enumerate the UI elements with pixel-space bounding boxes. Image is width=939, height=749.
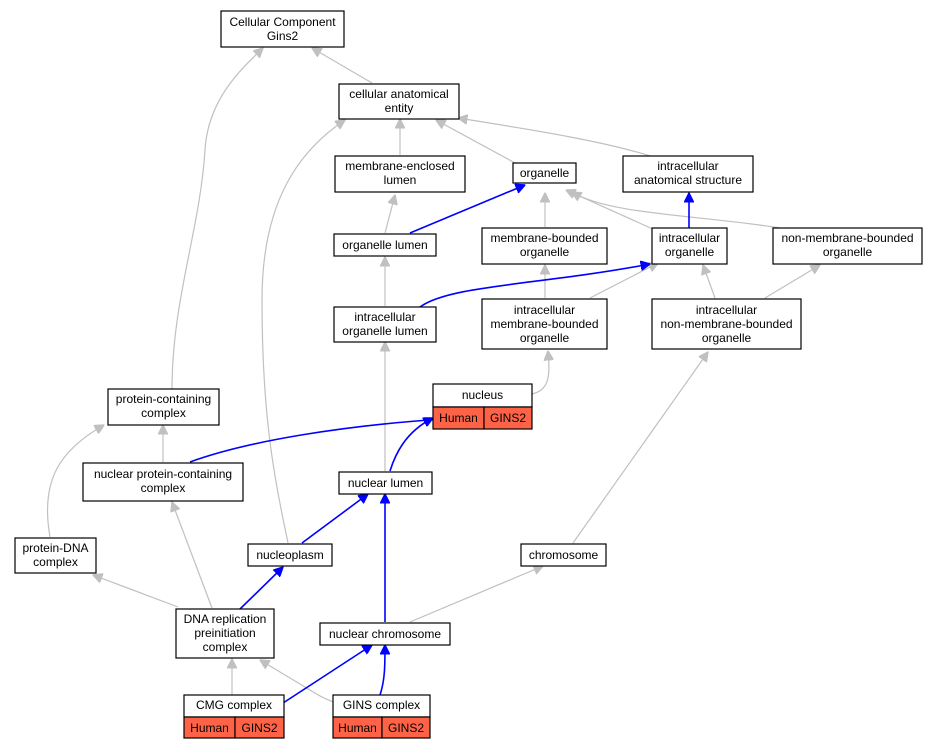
gene-tag <box>234 716 285 739</box>
node-intracellular-organelle-lumen[interactable]: intracellular organelle lumen <box>333 306 437 343</box>
node-label: complex <box>33 555 78 569</box>
node-membrane-enclosed-lumen[interactable]: membrane-enclosed lumen <box>334 155 466 193</box>
edge-cmg-nc <box>279 645 372 706</box>
edge-dna-npcc <box>172 502 213 609</box>
node-label: GINS complex <box>343 698 420 712</box>
edge-nl-nucleus <box>389 418 433 472</box>
node-label: non-membrane-bounded <box>781 231 913 245</box>
node-label: preinitiation <box>194 626 255 640</box>
species-label: Human <box>439 411 478 425</box>
node-root[interactable]: Cellular Component Gins2 <box>220 10 345 48</box>
edge-nmbo-organelle <box>572 192 781 229</box>
edge-nc-chromosome <box>409 566 543 623</box>
edge-pcc-root <box>171 48 263 390</box>
edge-nucleoplasm-nl <box>301 494 368 544</box>
node-label: organelle lumen <box>342 238 427 252</box>
edge-dna-nucleoplasm <box>239 567 283 610</box>
node-intracellular-non-membrane-bounded-organelle[interactable]: intracellular non-membrane-bounded organ… <box>651 298 802 350</box>
node-label: organelle <box>520 331 570 345</box>
node-label: membrane-bounded <box>490 231 598 245</box>
gene-tag <box>381 716 431 739</box>
edge-nucleus-imbo <box>531 351 549 395</box>
edge-ol-mel <box>384 195 395 234</box>
node-label: organelle <box>520 166 570 180</box>
node-label: Cellular Component <box>229 15 336 29</box>
gene-tag <box>483 406 533 430</box>
node-organelle-lumen[interactable]: organelle lumen <box>333 233 437 257</box>
node-label: nuclear lumen <box>348 476 423 490</box>
node-label: organelle <box>520 245 570 259</box>
node-label: nucleoplasm <box>256 548 323 562</box>
node-label: organelle <box>823 245 873 259</box>
node-membrane-bounded-organelle[interactable]: membrane-bounded organelle <box>481 227 608 265</box>
node-nucleoplasm[interactable]: nucleoplasm <box>247 543 333 567</box>
node-label: lumen <box>384 173 417 187</box>
edge-ol-organelle <box>409 185 525 234</box>
node-label: nuclear protein-containing <box>94 467 232 481</box>
node-cmg-complex[interactable]: CMG complex Human GINS2 <box>183 694 285 739</box>
edge-iol-io <box>419 264 650 308</box>
gene-label: GINS2 <box>490 411 526 425</box>
node-label: anatomical structure <box>634 173 742 187</box>
edge-organelle-cae <box>436 120 516 164</box>
node-label: complex <box>141 406 186 420</box>
edge-gins-nc <box>379 645 385 696</box>
species-label: Human <box>190 721 229 735</box>
node-label: DNA replication <box>184 612 267 626</box>
node-organelle[interactable]: organelle <box>512 162 577 184</box>
node-label: nuclear chromosome <box>329 627 441 641</box>
node-chromosome[interactable]: chromosome <box>520 543 607 567</box>
node-cellular-anatomical-entity[interactable]: cellular anatomical entity <box>338 83 460 120</box>
node-gins-complex[interactable]: GINS complex Human GINS2 <box>332 694 431 739</box>
node-label: organelle <box>665 245 715 259</box>
node-label: protein-DNA <box>22 541 88 555</box>
node-intracellular-anatomical-structure[interactable]: intracellular anatomical structure <box>622 155 754 193</box>
edges <box>46 48 820 706</box>
species-label: Human <box>338 721 377 735</box>
edge-inmbo-nmbo <box>764 265 820 299</box>
edge-dna-pdna <box>93 575 179 608</box>
node-label: organelle <box>702 331 752 345</box>
edge-cae-root <box>312 48 373 84</box>
node-label: Gins2 <box>267 29 299 43</box>
node-label: intracellular <box>354 310 415 324</box>
node-dna-replication-preinitiation-complex[interactable]: DNA replication preinitiation complex <box>175 608 275 659</box>
node-label: entity <box>385 101 414 115</box>
node-label: protein-containing <box>116 392 211 406</box>
edge-ias-cae <box>458 118 651 157</box>
node-label: membrane-bounded <box>490 317 598 331</box>
edge-inmbo-io <box>703 265 716 299</box>
node-label: intracellular <box>696 303 757 317</box>
node-nucleus[interactable]: nucleus Human GINS2 <box>432 383 533 430</box>
node-label: intracellular <box>657 159 718 173</box>
node-label: CMG complex <box>196 698 272 712</box>
node-label: intracellular <box>659 231 720 245</box>
node-label: nucleus <box>462 388 503 402</box>
edge-chromosome-inmbo <box>572 352 708 544</box>
node-intracellular-organelle[interactable]: intracellular organelle <box>651 227 728 265</box>
node-protein-containing-complex[interactable]: protein-containing complex <box>107 388 220 426</box>
node-label: cellular anatomical <box>349 87 448 101</box>
node-label: intracellular <box>514 303 575 317</box>
node-nuclear-protein-containing-complex[interactable]: nuclear protein-containing complex <box>82 462 244 502</box>
gene-label: GINS2 <box>388 721 424 735</box>
node-non-membrane-bounded-organelle[interactable]: non-membrane-bounded organelle <box>772 227 923 265</box>
node-nuclear-lumen[interactable]: nuclear lumen <box>338 471 433 495</box>
node-label: complex <box>203 640 248 654</box>
node-intracellular-membrane-bounded-organelle[interactable]: intracellular membrane-bounded organelle <box>481 298 608 350</box>
edge-pdna-pcc <box>46 425 104 538</box>
edge-npcc-nucleus <box>189 419 444 463</box>
node-label: non-membrane-bounded <box>660 317 792 331</box>
node-label: organelle lumen <box>342 324 427 338</box>
node-label: membrane-enclosed <box>345 159 454 173</box>
node-protein-dna-complex[interactable]: protein-DNA complex <box>14 537 97 574</box>
node-nuclear-chromosome[interactable]: nuclear chromosome <box>319 622 451 646</box>
node-label: chromosome <box>529 548 599 562</box>
node-label: complex <box>141 481 186 495</box>
gene-label: GINS2 <box>241 721 277 735</box>
edge-nucleoplasm-cae <box>261 120 345 544</box>
